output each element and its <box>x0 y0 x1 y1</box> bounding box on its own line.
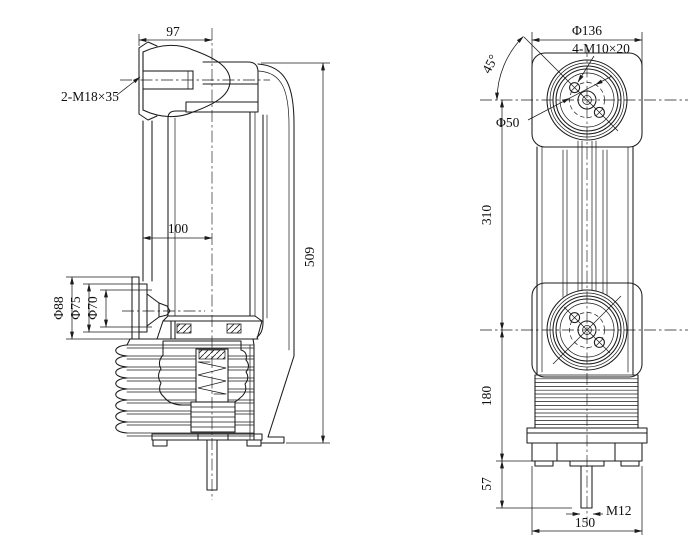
phi50-leader-mid <box>569 84 596 99</box>
dim-150-ext <box>531 466 643 535</box>
dim-phi88-label: Φ88 <box>51 296 66 320</box>
dim-100-label: 100 <box>168 221 189 236</box>
stem-front <box>580 465 593 509</box>
bellows-lines <box>190 406 236 428</box>
front-view-centerlines <box>480 45 688 524</box>
top-collar <box>185 101 259 113</box>
dim-phi136-label: Φ136 <box>572 23 602 38</box>
dim-phi70-ext <box>100 289 152 328</box>
dim-150-label: 150 <box>575 515 596 530</box>
thread-leader <box>116 76 141 96</box>
base-plate-side <box>151 433 263 441</box>
contact-cone <box>146 293 171 327</box>
body-bottom-band <box>156 315 263 340</box>
rib-lines <box>534 374 639 429</box>
side-view-centerlines <box>120 28 270 500</box>
boss-hatched-section <box>142 44 231 118</box>
boss-face-plate <box>138 47 144 115</box>
dim-phi136: Φ136 <box>531 23 643 120</box>
joint-hatch-right <box>226 323 242 334</box>
body-left-edge <box>167 110 187 317</box>
fin-bellows-left-edge <box>115 344 128 434</box>
stem-thread-m12-dim: M12 <box>566 503 632 518</box>
angle-45-dim: 45° <box>479 36 524 101</box>
flange-holes-label: 4-M10×20 <box>572 41 630 56</box>
dim-509: 509 <box>261 62 330 444</box>
column-mid-ribs <box>562 149 608 298</box>
rear-profile-inner <box>257 70 290 351</box>
dim-100: 100 <box>142 221 213 240</box>
conductor-bar <box>142 120 153 282</box>
base-feet-side <box>152 439 262 447</box>
bolt-hole-top-cross <box>570 83 579 92</box>
dim-310: 310 <box>479 99 504 331</box>
upper-terminal-thread-callout: 2-M18×35 <box>61 76 141 104</box>
angle-45-arc <box>495 36 524 101</box>
dim-97: 97 <box>138 24 213 46</box>
column-inner-edges <box>541 146 629 373</box>
side-view: 97 2-M18×35 100 509 Φ88 Φ75 Φ70 <box>51 24 330 500</box>
dim-97-label: 97 <box>166 24 180 39</box>
dim-phi75-ext <box>83 283 141 333</box>
dim-phi88: Φ88 <box>51 276 134 340</box>
front-view: Φ136 4-M10×20 45° Φ50 310 180 57 <box>479 23 688 535</box>
bottom-stem-front <box>580 465 593 509</box>
pole-column-front <box>536 140 634 376</box>
dim-phi75: Φ75 <box>68 283 141 333</box>
dim-150: 150 <box>531 466 643 535</box>
lower-terminal-boss <box>131 276 171 340</box>
angle-45-label: 45° <box>479 52 501 76</box>
base-feet <box>534 460 640 467</box>
lower-bolt-hole-top-cross <box>570 313 579 322</box>
phi50-leader-b <box>594 75 613 86</box>
stem-thread-m12-label: M12 <box>606 503 632 518</box>
lower-bolt-hole-bottom-cross <box>595 338 604 347</box>
joint-hatch-left <box>176 323 192 334</box>
dim-phi70: Φ70 <box>85 289 152 328</box>
dim-phi88-ext <box>66 276 134 340</box>
flange-holes-callout: 4-M10×20 <box>572 41 630 83</box>
shell-right <box>256 114 264 338</box>
rear-profile-outer <box>257 63 295 444</box>
boss-mid-section <box>138 283 148 333</box>
bolt-hole-bottom-cross <box>595 108 604 117</box>
column-center-ribs <box>577 140 597 293</box>
dim-509-label: 509 <box>302 247 317 268</box>
boss-chamfer-top <box>138 41 158 49</box>
phi50-leader-a <box>527 97 571 121</box>
bolt-circle-phi50-label: Φ50 <box>496 115 520 130</box>
dim-57-label: 57 <box>479 477 494 491</box>
dim-180-label: 180 <box>479 386 494 407</box>
dim-57: 57 <box>479 460 572 509</box>
dim-180: 180 <box>479 329 532 462</box>
upper-terminal-boss <box>138 41 231 121</box>
dim-509-ext <box>261 62 330 444</box>
dim-phi136-ext <box>531 32 643 120</box>
upper-terminal-thread-label: 2-M18×35 <box>61 89 119 104</box>
flange-holes-leader <box>577 55 595 83</box>
dim-310-label: 310 <box>479 205 494 226</box>
boss-flange-plate <box>131 276 140 340</box>
boss-chamfer-bottom <box>138 113 158 121</box>
dim-phi75-label: Φ75 <box>68 296 83 320</box>
rib-section-front <box>534 374 639 429</box>
fin-plate-top <box>126 338 259 346</box>
lower-insulator-fins-side <box>115 338 263 447</box>
dim-phi70-label: Φ70 <box>85 296 100 320</box>
column-outer-edges <box>536 146 634 376</box>
